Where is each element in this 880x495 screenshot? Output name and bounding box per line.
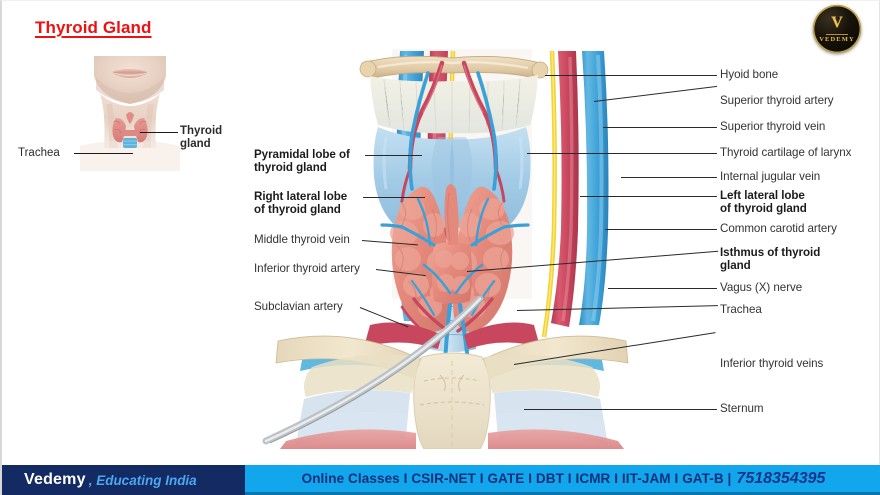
leader-common-carotid-artery — [605, 229, 717, 230]
label-superior-thyroid-vein-text: Superior thyroid vein — [720, 120, 826, 133]
thyroid-anatomy-illustration — [252, 49, 672, 449]
label-subclavian-artery: Subclavian artery — [254, 300, 343, 313]
label-isthmus: Isthmus of thyroid gland — [720, 246, 850, 272]
label-right-lateral-lobe-line2: of thyroid gland — [254, 203, 341, 217]
label-trachea-main-text: Trachea — [720, 303, 762, 316]
label-isthmus-line2: gland — [720, 259, 751, 273]
leader-vagus-nerve — [608, 288, 717, 289]
leader-left-lateral-lobe — [580, 196, 717, 197]
label-left-lateral-lobe-line2: of thyroid gland — [720, 202, 807, 216]
label-sternum: Sternum — [720, 402, 764, 415]
footer-courses-block: Online Classes I CSIR-NET I GATE I DBT I… — [245, 465, 880, 495]
inset-label-thyroid-gland: Thyroid gland — [180, 125, 250, 151]
label-hyoid-bone: Hyoid bone — [720, 68, 778, 81]
label-thyroid-cartilage: Thyroid cartilage of larynx — [720, 146, 851, 159]
footer-phone-number: 7518354395 — [736, 469, 826, 487]
inset-leader-trachea — [74, 153, 133, 155]
leader-hyoid-bone — [545, 75, 717, 76]
label-vagus-nerve-text: Vagus (X) nerve — [720, 281, 803, 294]
leader-pyramidal-lobe — [365, 155, 422, 156]
label-pyramidal-lobe: Pyramidal lobe of thyroid gland — [254, 148, 372, 174]
label-common-carotid-artery: Common carotid artery — [720, 222, 837, 235]
label-right-lateral-lobe: Right lateral lobe of thyroid gland — [254, 190, 374, 216]
inset-label-trachea: Trachea — [18, 147, 60, 160]
leader-internal-jugular-vein — [621, 177, 717, 178]
logo-wordmark: VEDEMY — [819, 36, 855, 43]
label-middle-thyroid-vein-text: Middle thyroid vein — [254, 233, 350, 246]
footer-courses-text: Online Classes I CSIR-NET I GATE I DBT I… — [301, 471, 732, 486]
neck-inset-illustration — [50, 56, 210, 171]
leader-superior-thyroid-vein — [603, 127, 717, 128]
inset-leader-thyroid — [140, 132, 178, 134]
label-pyramidal-lobe-line1: Pyramidal lobe of — [254, 148, 350, 161]
label-superior-thyroid-artery: Superior thyroid artery — [720, 94, 834, 107]
label-inferior-thyroid-artery-text: Inferior thyroid artery — [254, 262, 360, 275]
label-common-carotid-artery-text: Common carotid artery — [720, 222, 837, 235]
footer-bar: Vedemy , Educating India Online Classes … — [2, 465, 880, 495]
footer-tagline: , Educating India — [88, 472, 197, 488]
label-internal-jugular-vein-text: Internal jugular vein — [720, 170, 821, 183]
footer-brand-block: Vedemy , Educating India — [2, 465, 245, 495]
label-inferior-thyroid-artery: Inferior thyroid artery — [254, 262, 360, 275]
label-inferior-thyroid-veins-text: Inferior thyroid veins — [720, 357, 824, 370]
inset-label-thyroid-line2: gland — [180, 137, 211, 150]
label-left-lateral-lobe: Left lateral lobe of thyroid gland — [720, 189, 850, 215]
label-inferior-thyroid-veins: Inferior thyroid veins — [720, 357, 823, 370]
label-superior-thyroid-artery-text: Superior thyroid artery — [720, 94, 834, 107]
leader-sternum — [524, 409, 717, 410]
vedemy-logo: V VEDEMY — [813, 5, 861, 53]
footer-brand-name: Vedemy — [24, 471, 86, 488]
label-vagus-nerve: Vagus (X) nerve — [720, 281, 802, 294]
logo-mark-icon: V — [831, 14, 843, 31]
label-sternum-text: Sternum — [720, 402, 764, 415]
label-pyramidal-lobe-line2: thyroid gland — [254, 161, 327, 175]
label-thyroid-cartilage-text: Thyroid cartilage of larynx — [720, 146, 852, 159]
logo-divider — [826, 33, 848, 35]
label-trachea-main: Trachea — [720, 303, 762, 316]
label-hyoid-bone-text: Hyoid bone — [720, 68, 779, 81]
inset-label-trachea-text: Trachea — [18, 147, 60, 159]
label-subclavian-artery-text: Subclavian artery — [254, 300, 343, 313]
label-right-lateral-lobe-line1: Right lateral lobe — [254, 190, 348, 203]
leader-thyroid-cartilage — [527, 153, 717, 154]
page-title: Thyroid Gland — [35, 18, 152, 37]
label-left-lateral-lobe-line1: Left lateral lobe — [720, 189, 805, 202]
label-internal-jugular-vein: Internal jugular vein — [720, 170, 820, 183]
label-isthmus-line1: Isthmus of thyroid — [720, 246, 821, 259]
inset-label-thyroid-line1: Thyroid — [180, 125, 223, 137]
label-middle-thyroid-vein: Middle thyroid vein — [254, 233, 350, 246]
leader-right-lateral-lobe — [363, 197, 425, 198]
label-superior-thyroid-vein: Superior thyroid vein — [720, 120, 825, 133]
